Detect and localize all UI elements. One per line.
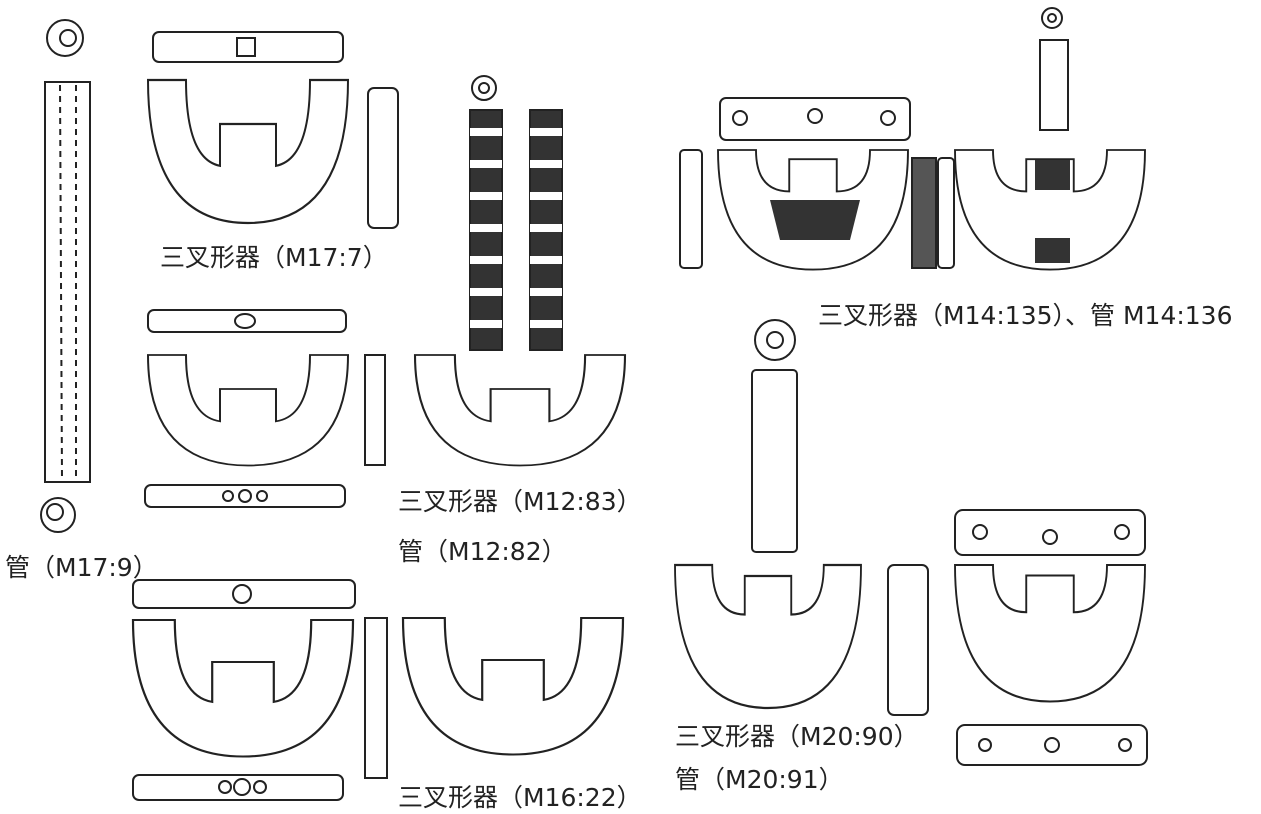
caption-m12-82: 管（M12:82） xyxy=(398,537,567,566)
trident-m14-135 xyxy=(679,7,1146,271)
caption-m20-91: 管（M20:91） xyxy=(675,765,844,794)
caption-m20-90: 三叉形器（M20:90） xyxy=(675,722,919,751)
tube-m12-82 xyxy=(469,75,563,351)
trident-m17-7 xyxy=(146,31,399,229)
caption-m16-22: 三叉形器（M16:22） xyxy=(398,783,642,812)
trident-m20-90 xyxy=(673,319,1148,766)
caption-m12-83: 三叉形器（M12:83） xyxy=(398,487,642,516)
tube-m17-9 xyxy=(40,19,91,533)
caption-m14: 三叉形器（M14:135）、管 M14:136 xyxy=(818,301,1233,330)
trident-m12-83 xyxy=(144,309,627,508)
caption-m17-9: 管（M17:9） xyxy=(5,553,158,582)
trident-m16-22 xyxy=(131,579,625,801)
caption-m17-7: 三叉形器（M17:7） xyxy=(160,243,388,272)
